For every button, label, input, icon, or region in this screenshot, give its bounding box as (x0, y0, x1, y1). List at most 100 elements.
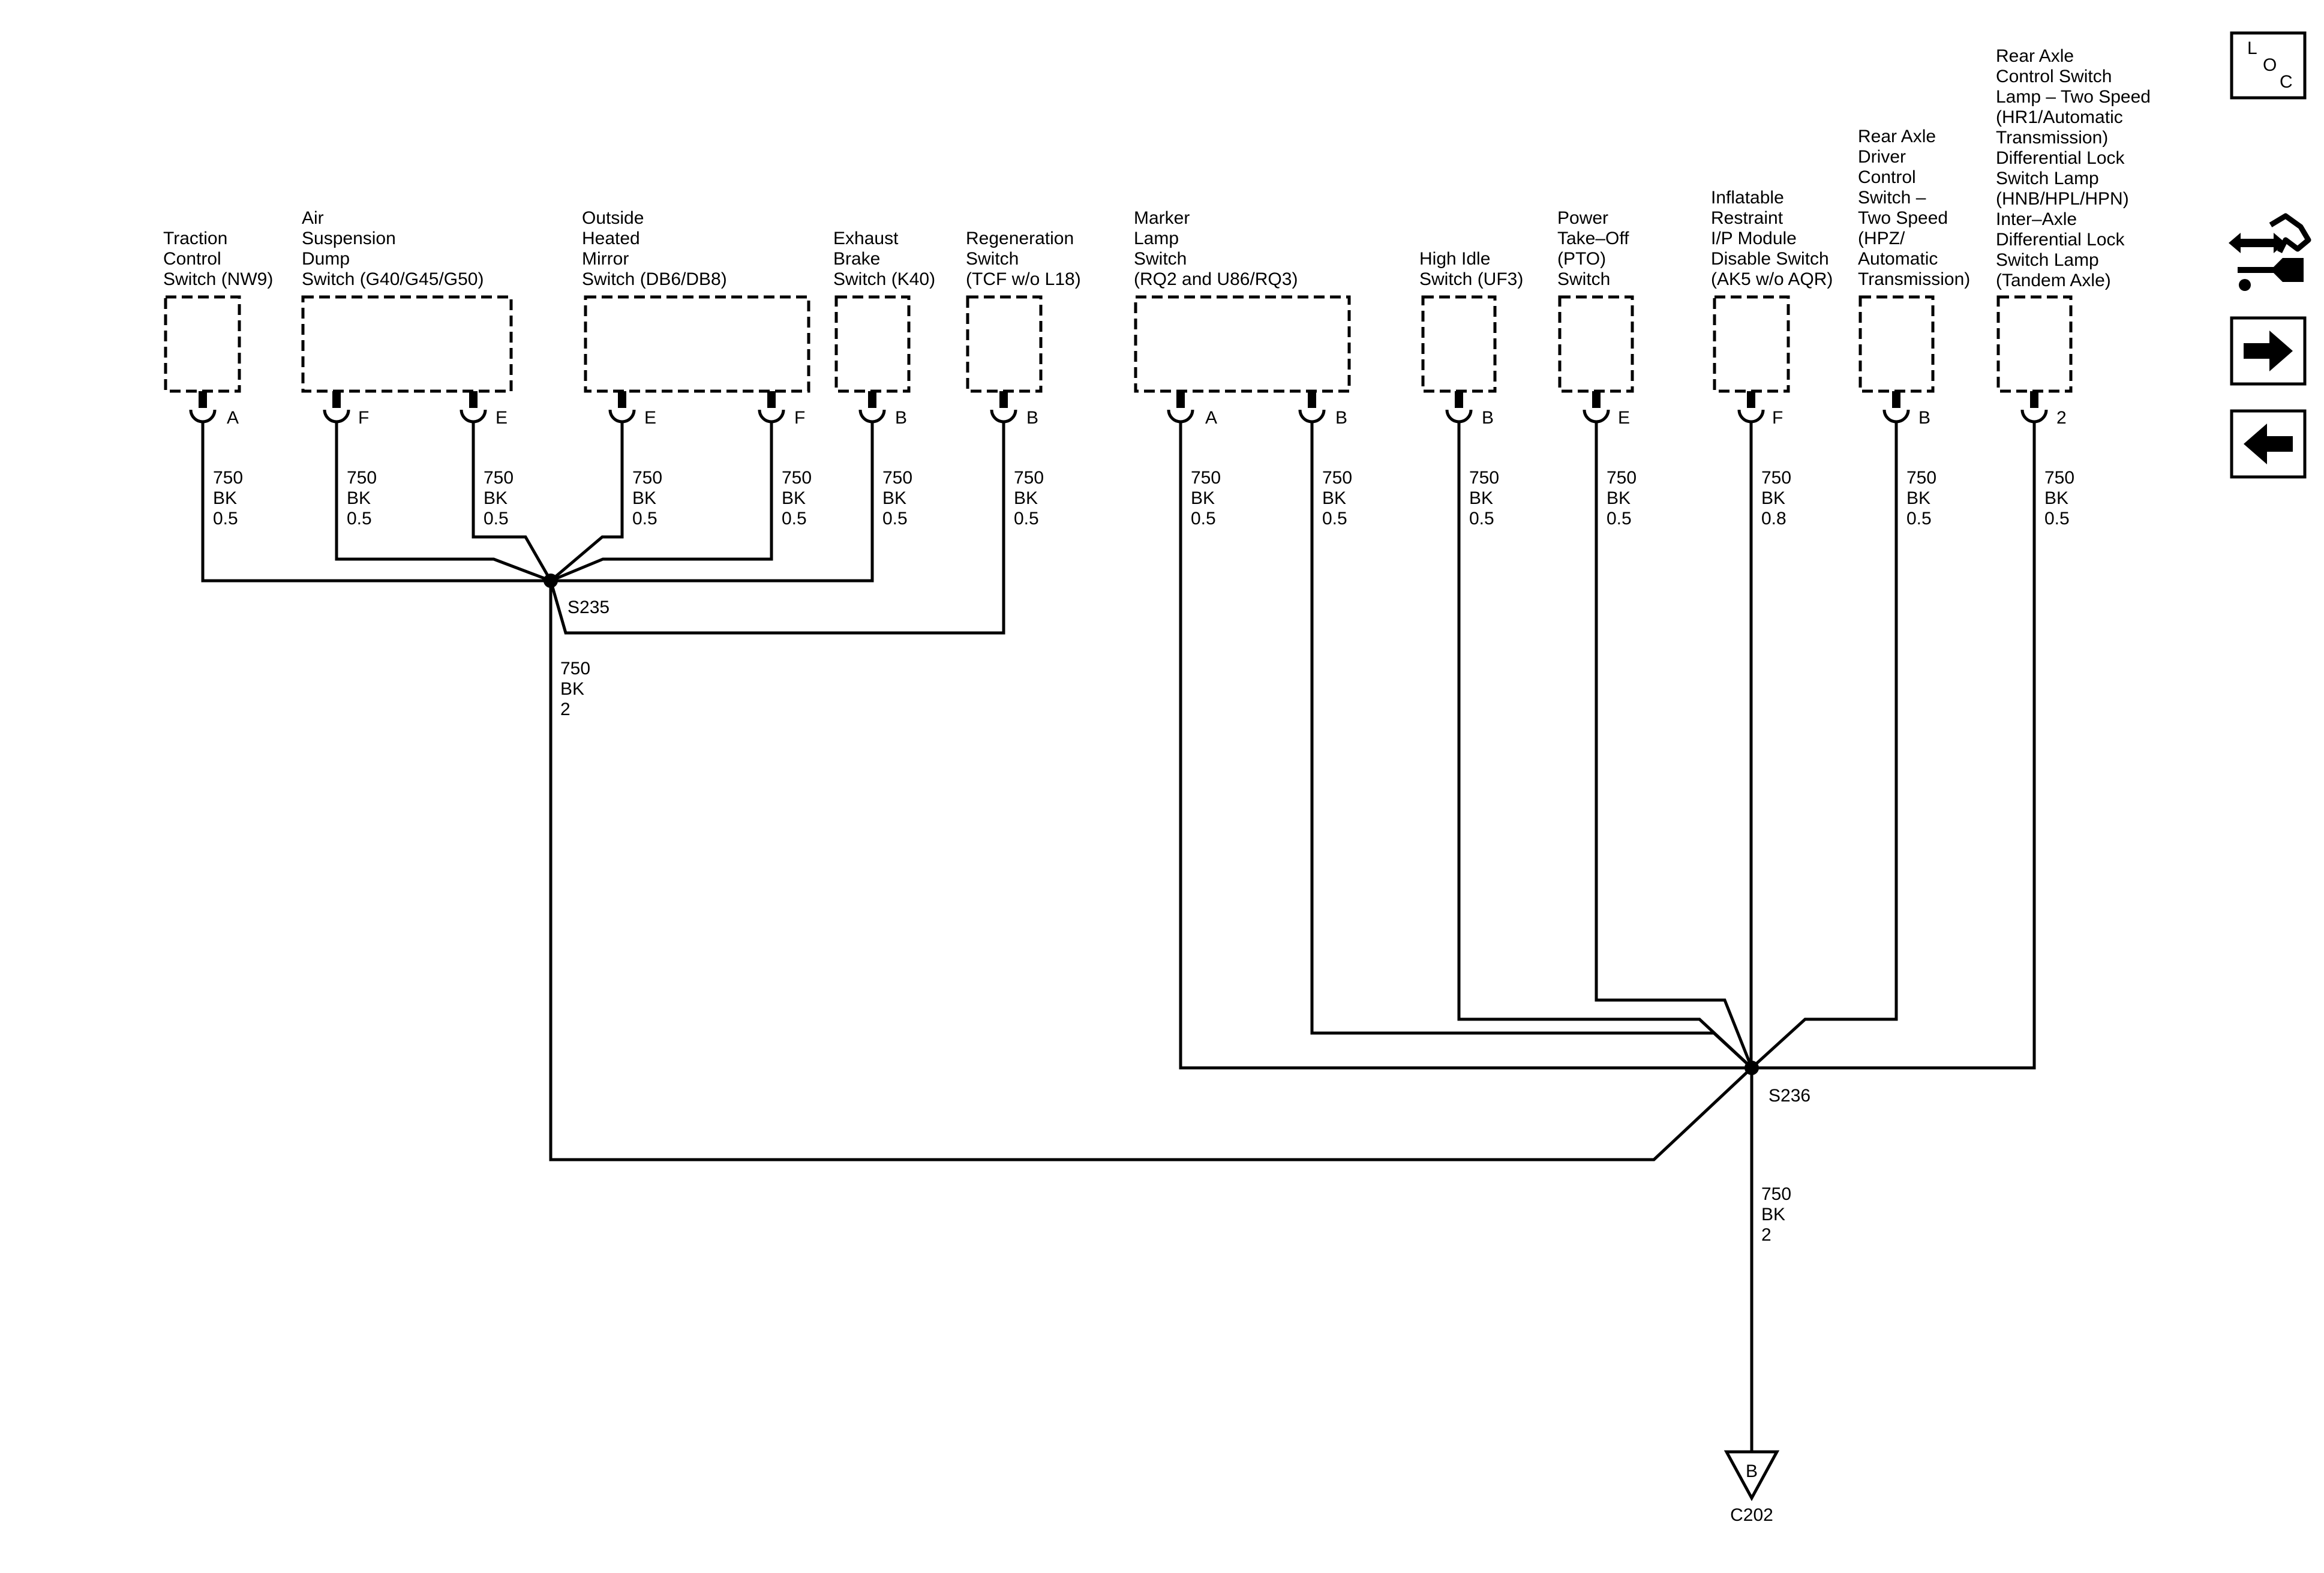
connector-pin (990, 391, 1017, 424)
pin-letter: F (1772, 408, 1783, 428)
wire-rear-axle-driver (1750, 423, 1898, 1069)
ground-pin-letter: B (1746, 1461, 1758, 1481)
marker-lamp-switch (1134, 295, 1351, 393)
component-boxes (164, 295, 2073, 393)
pin-letter: A (1205, 408, 1217, 428)
loc-icon[interactable]: L O C (2230, 31, 2307, 100)
splice-s236 (1744, 1061, 1759, 1075)
splice-s235 (544, 574, 558, 588)
wire-pto (1595, 423, 1753, 1068)
connector-pin (758, 391, 785, 424)
pin-letter: B (1335, 408, 1347, 428)
traction-control-switch (164, 295, 241, 393)
splice-s235-label: S235 (568, 598, 609, 617)
harness-connector-icon[interactable] (2229, 213, 2311, 291)
pin-letter: F (794, 408, 805, 428)
pin-letter: B (895, 408, 907, 428)
wire-air-suspension-e (472, 423, 553, 582)
rear-axle-driver-label: Rear Axle Driver Control Switch – Two Sp… (1858, 127, 1970, 289)
ground-connector-label: C202 (1730, 1505, 1773, 1525)
arrow-right-icon[interactable] (2230, 316, 2307, 386)
wire-mirror-f (550, 423, 773, 583)
wire-high-idle (1457, 423, 1753, 1069)
high-idle-label: High Idle Switch (UF3) (1419, 249, 1523, 289)
connector-pin (1583, 391, 1610, 424)
wire-marker-lamp-a (1179, 423, 1752, 1070)
wire-exhaust-brake (551, 423, 874, 583)
svg-text:C: C (2280, 72, 2293, 92)
wire-s235-to-s236 (549, 581, 1753, 1161)
inflatable-restraint-label: Inflatable Restraint I/P Module Disable … (1711, 188, 1834, 289)
wires (201, 423, 2036, 1452)
marker-lamp-label: Marker Lamp Switch (RQ2 and U86/RQ3) (1134, 208, 1298, 289)
exhaust-brake-switch (834, 295, 911, 393)
high-idle-switch (1421, 295, 1497, 393)
wire-mirror-e (550, 423, 624, 582)
pin-letter: B (1026, 408, 1038, 428)
connector-pin (2020, 391, 2048, 424)
power-take-off-label: Power Take–Off (PTO) Switch (1557, 208, 1634, 289)
air-suspension-dump-switch (301, 295, 513, 393)
rear-axle-lamp-switch (1996, 295, 2073, 393)
pin-letter: E (644, 408, 656, 428)
connector-pin (1737, 391, 1765, 424)
rear-axle-driver-switch (1858, 295, 1935, 393)
s235-wire-spec: 750 BK 2 (560, 659, 595, 719)
connector-pin (460, 391, 487, 424)
regeneration-switch (966, 295, 1043, 393)
outside-heated-mirror-label: Outside Heated Mirror Switch (DB6/DB8) (582, 208, 727, 289)
connector-pin (189, 391, 217, 424)
splice-s236-label: S236 (1768, 1086, 1810, 1106)
wire-rear-axle-lamp (1752, 423, 2036, 1070)
connector-pin (1445, 391, 1473, 424)
svg-text:L: L (2247, 38, 2257, 58)
s236-wire-spec: 750 BK 2 (1761, 1184, 1796, 1245)
connector-pin (1298, 391, 1326, 424)
inflatable-restraint-switch (1713, 295, 1790, 393)
ground-connector-c202: B C202 (1724, 1450, 1780, 1525)
component-labels: Traction Control Switch (NW9) Air Suspen… (163, 46, 2155, 290)
connector-pin (323, 391, 350, 424)
pin-letters: A F E E F B B A B B E F B 2 (227, 408, 2067, 428)
pin-letter: A (227, 408, 239, 428)
air-suspension-dump-label: Air Suspension Dump Switch (G40/G45/G50) (302, 208, 484, 289)
wire-regeneration (549, 423, 1005, 635)
connector-pin (608, 391, 636, 424)
outside-heated-mirror-switch (584, 295, 810, 393)
pin-letter: E (1618, 408, 1630, 428)
arrow-left-icon[interactable] (2230, 409, 2307, 479)
connector-pins (189, 391, 2048, 424)
regeneration-label: Regeneration Switch (TCF w/o L18) (966, 229, 1081, 289)
wire-traction-control (201, 423, 551, 583)
traction-control-label: Traction Control Switch (NW9) (163, 229, 273, 289)
wire-marker-lamp-b (1310, 423, 1753, 1069)
svg-text:O: O (2263, 55, 2277, 75)
ground-triangle (1724, 1450, 1780, 1502)
pin-letter: B (1918, 408, 1930, 428)
pin-letter: B (1482, 408, 1494, 428)
pin-letter: 2 (2056, 408, 2067, 428)
power-take-off-switch (1558, 295, 1634, 393)
pin-letter: E (496, 408, 508, 428)
connector-pin (1882, 391, 1910, 424)
rear-axle-lamp-label: Rear Axle Control Switch Lamp – Two Spee… (1996, 46, 2155, 290)
connector-pin (1167, 391, 1194, 424)
pin-letter: F (358, 408, 369, 428)
wire-air-suspension-f (335, 423, 551, 583)
